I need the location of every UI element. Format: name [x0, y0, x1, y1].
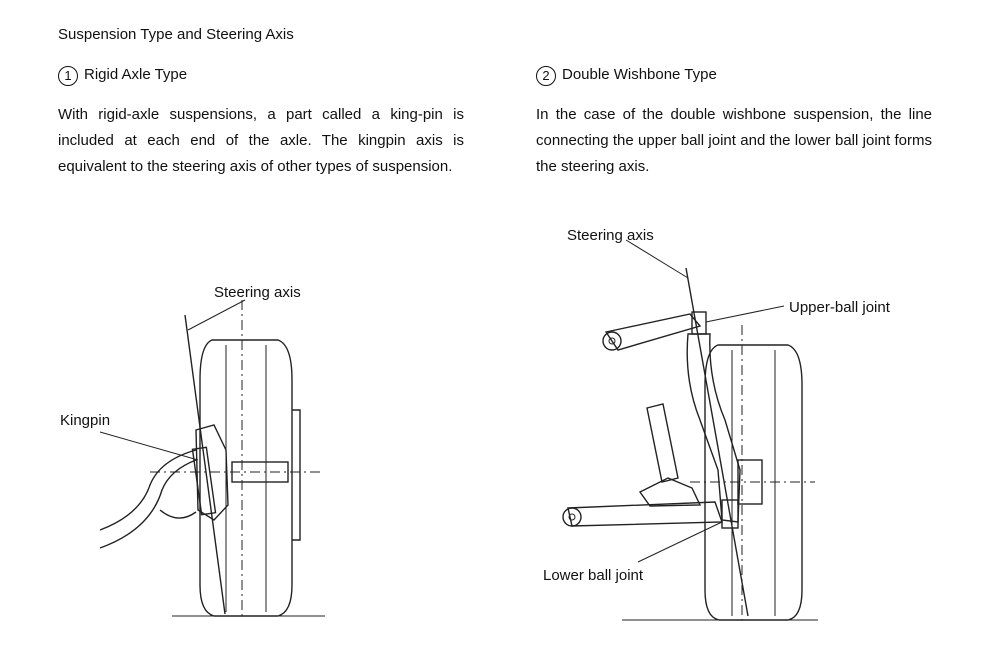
section-rigid-axle-body: With rigid-axle suspensions, a part call… — [58, 106, 464, 175]
lower-arm-bracket — [638, 477, 702, 507]
steering-axis-leader — [625, 239, 689, 279]
axle-beam-detail — [159, 509, 197, 519]
section-title-text: Double Wishbone Type — [562, 66, 717, 83]
wishbone-steering-axis-label: Steering axis — [567, 227, 654, 244]
double-wishbone-diagram: Steering axis Upper-ball joint Lower bal… — [543, 227, 891, 621]
knuckle — [195, 424, 229, 521]
kingpin-label: Kingpin — [60, 412, 110, 429]
shock-absorber — [646, 403, 679, 483]
section-rigid-axle-title: 1 Rigid Axle Type — [58, 66, 187, 86]
section-double-wishbone-title: 2 Double Wishbone Type — [536, 66, 717, 86]
upper-ball-joint-leader — [705, 305, 785, 323]
lower-ball-joint-label: Lower ball joint — [543, 567, 644, 584]
steering-axis-leader — [187, 299, 246, 331]
tire-outline — [199, 339, 293, 617]
steering-axis-line — [685, 267, 749, 617]
lower-arm-bushing-center — [568, 513, 576, 521]
upper-arm-bushing-center — [608, 337, 616, 345]
steering-axis-line — [184, 314, 226, 615]
axle-beam — [99, 449, 197, 549]
kingpin-leader — [99, 431, 199, 461]
tire-tread-lines — [731, 350, 776, 616]
section-title-text: Rigid Axle Type — [84, 66, 188, 83]
lower-ball-joint-leader — [637, 521, 723, 563]
circled-number-2: 2 — [536, 66, 556, 86]
upper-ball-joint-label: Upper-ball joint — [789, 299, 891, 316]
upper-arm-bushing — [602, 331, 622, 351]
page-title: Suspension Type and Steering Axis — [58, 26, 294, 43]
brake-drum — [292, 409, 301, 541]
kingpin-shape — [191, 446, 217, 516]
lower-ball-joint-shape — [721, 499, 739, 529]
tire-outline — [704, 344, 803, 621]
tire-tread-lines — [225, 345, 267, 612]
rigid-axle-diagram: Steering axis Kingpin — [60, 284, 325, 617]
lower-arm-bushing — [562, 507, 582, 527]
upper-control-arm — [604, 313, 702, 351]
circled-number-1: 1 — [58, 66, 78, 86]
hub — [737, 459, 763, 505]
section-double-wishbone-body: In the case of the double wishbone suspe… — [536, 106, 932, 175]
rigid-steering-axis-label: Steering axis — [214, 284, 301, 301]
